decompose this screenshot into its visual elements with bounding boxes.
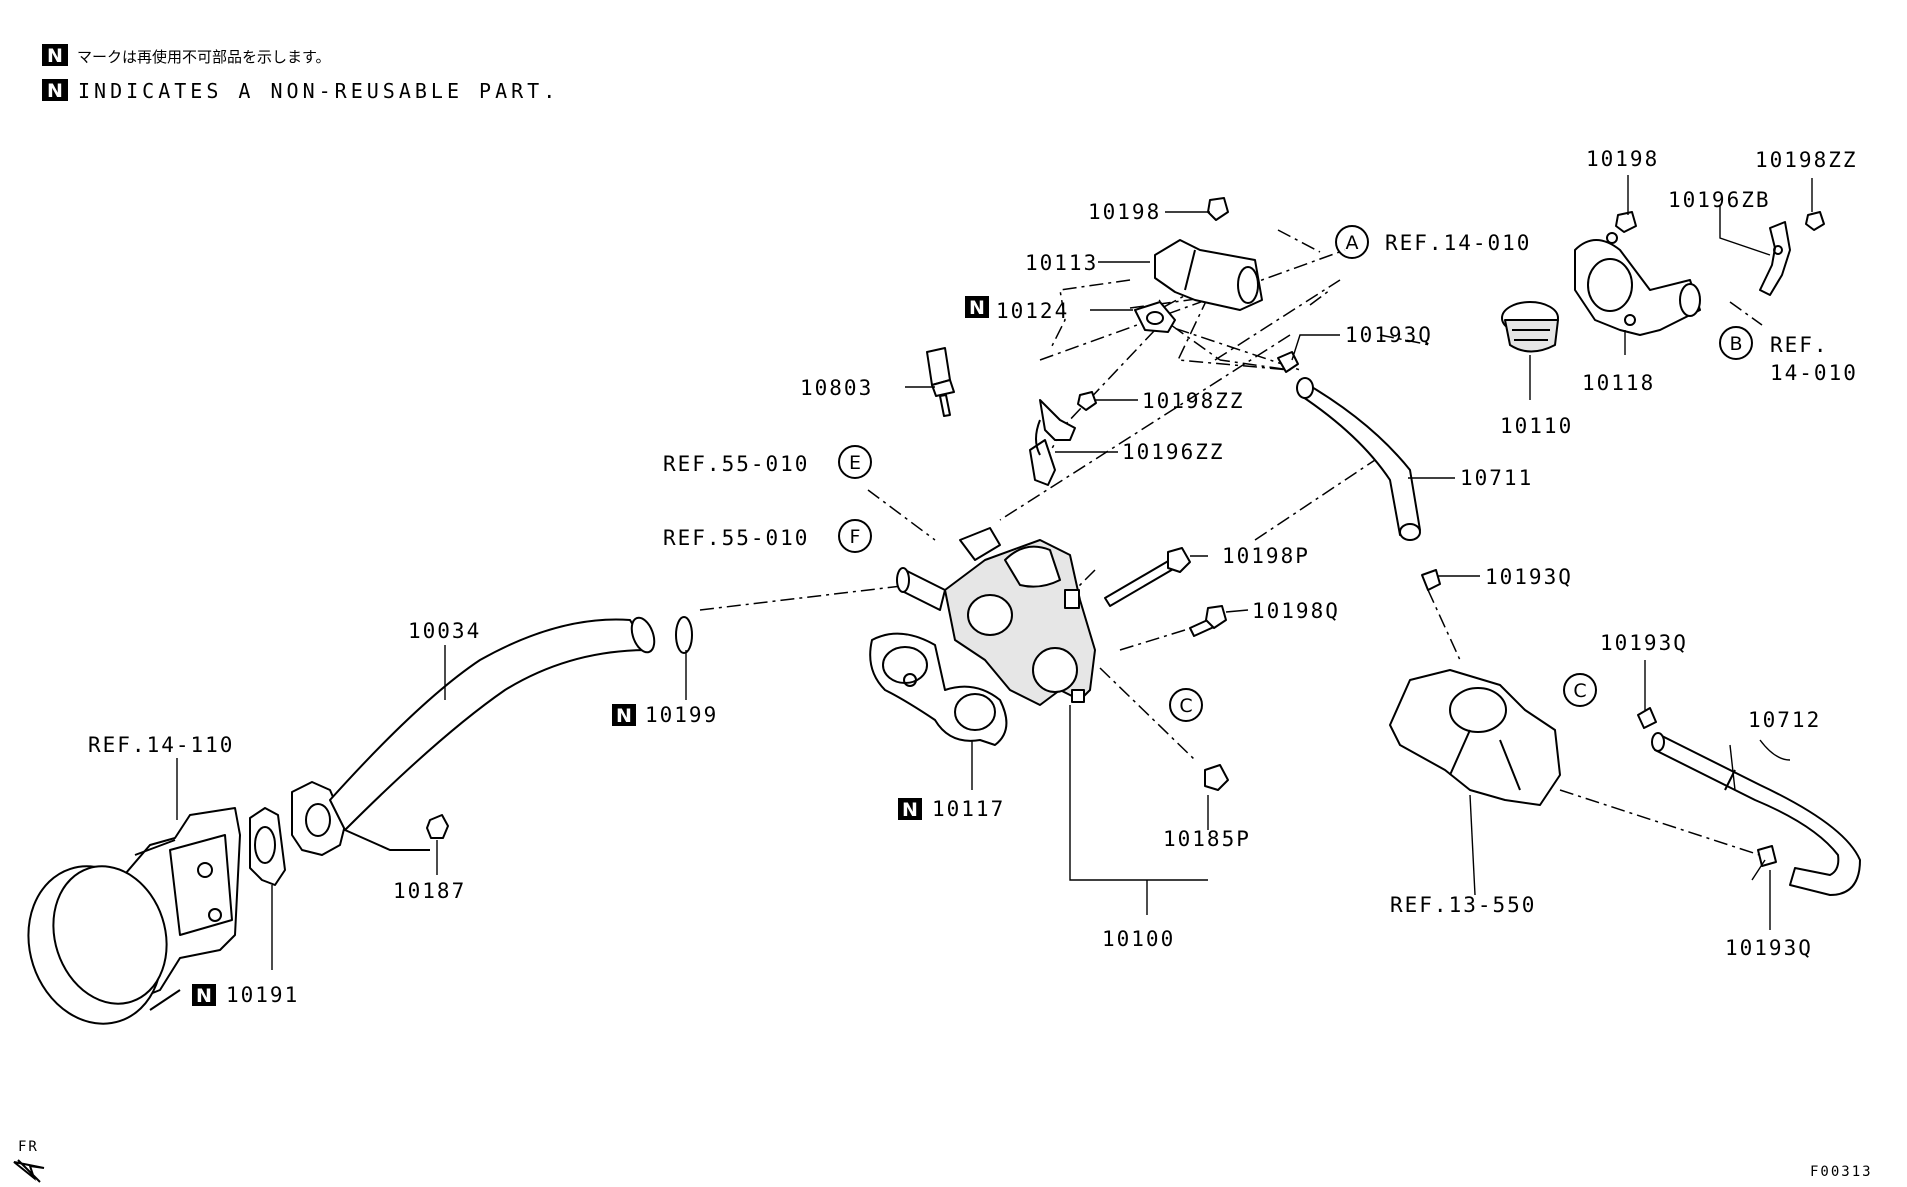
label-10193q-a: 10193Q (1345, 323, 1433, 347)
svg-text:N: N (902, 799, 918, 821)
label-10198zz-right: 10198ZZ (1755, 148, 1858, 172)
svg-text:N: N (616, 705, 632, 727)
thermostat-10110 (1501, 301, 1559, 353)
label-10193q-d: 10193Q (1725, 936, 1813, 960)
svg-text:N: N (969, 297, 985, 319)
legend-note-jp: マークは再使用不可部品を示します。 (77, 48, 331, 66)
bolt-10198-top (1207, 197, 1229, 221)
label-10117: 10117 (932, 797, 1005, 821)
label-10198q: 10198Q (1252, 599, 1340, 623)
fr-label: FR (18, 1139, 39, 1155)
label-10198p: 10198P (1222, 544, 1310, 568)
clamp-10193q-d (1757, 845, 1777, 867)
water-pump (27, 807, 241, 1025)
label-10803: 10803 (800, 376, 873, 400)
callout-b: B (1719, 326, 1753, 360)
label-10193q-b: 10193Q (1485, 565, 1573, 589)
badge-10191: N (192, 984, 216, 1007)
label-10712: 10712 (1748, 708, 1821, 732)
legend-note-en: INDICATES A NON-REUSABLE PART. (78, 79, 559, 103)
svg-text:E: E (849, 452, 861, 474)
label-10124: 10124 (996, 299, 1069, 323)
non-reusable-badge (42, 79, 68, 101)
label-10199: 10199 (645, 703, 718, 727)
non-reusable-badge (42, 44, 68, 66)
callout-e: E (838, 445, 872, 479)
badge-10199: N (612, 704, 636, 727)
ref-b-label-line1: REF. (1770, 333, 1829, 357)
ref-b-label-line2: 14-010 (1770, 361, 1858, 385)
hose-10712 (1651, 732, 1861, 896)
callout-f: F (838, 519, 872, 553)
callout-c1: C (1169, 688, 1203, 722)
label-10198-right: 10198 (1586, 147, 1659, 171)
plug-10185p (1204, 764, 1229, 791)
ref-e-label: REF.55-010 (663, 452, 809, 476)
gasket-10124 (1134, 301, 1176, 333)
callout-a: A (1335, 225, 1369, 259)
legend: N マークは再使用不可部品を示します。 N INDICATES A NON-RE… (42, 44, 559, 103)
ref-f-label: REF.55-010 (663, 526, 809, 550)
bolt-10198zz-right (1805, 211, 1825, 231)
label-10113: 10113 (1025, 251, 1098, 275)
gasket-10191 (249, 807, 286, 886)
label-10187: 10187 (393, 879, 466, 903)
label-10034: 10034 (408, 619, 481, 643)
figure-code: F00313 (1810, 1164, 1873, 1180)
label-10193q-c: 10193Q (1600, 631, 1688, 655)
nut-10187 (426, 814, 449, 839)
svg-text:F: F (850, 526, 861, 548)
label-10711: 10711 (1460, 466, 1533, 490)
gasket-10117 (869, 632, 1008, 746)
heater-pipe (1389, 669, 1561, 806)
water-inlet-10118 (1574, 232, 1701, 336)
label-10196zb: 10196ZB (1668, 188, 1771, 212)
ref-14110-label: REF.14-110 (88, 733, 234, 757)
non-reusable-badge-letter: N (47, 45, 63, 67)
callout-c2: C (1563, 673, 1597, 707)
label-10198-top: 10198 (1088, 200, 1161, 224)
ref-13550-label: REF.13-550 (1390, 893, 1536, 917)
water-pipe-10034 (291, 616, 656, 856)
ref-a-label: REF.14-010 (1385, 231, 1531, 255)
label-10110: 10110 (1500, 414, 1573, 438)
o-ring-10199 (675, 616, 693, 654)
bolt-10198-right (1615, 211, 1637, 233)
label-10100: 10100 (1102, 927, 1175, 951)
clamp-10193q-b (1421, 569, 1441, 591)
clamp-10193q-c (1637, 707, 1657, 729)
water-outlet-10113 (1154, 239, 1263, 311)
bolt-10198p (1104, 547, 1191, 607)
bracket-10196zb (1759, 221, 1791, 296)
non-reusable-badge-letter: N (47, 80, 63, 102)
label-10185p: 10185P (1163, 827, 1251, 851)
bolt-10198q (1189, 605, 1227, 637)
label-10191: 10191 (226, 983, 299, 1007)
footer: FR F00313 (13, 1139, 1873, 1183)
hose-10711 (1296, 377, 1421, 541)
part-labels: 10198 10113 10124 10803 10198ZZ 10196ZZ … (226, 147, 1858, 1007)
bracket-10196zz (1029, 399, 1076, 486)
svg-text:B: B (1729, 333, 1742, 355)
svg-text:C: C (1179, 695, 1192, 717)
label-10198zz-mid: 10198ZZ (1142, 389, 1245, 413)
sensor-10803 (926, 347, 955, 417)
svg-text:A: A (1346, 232, 1359, 254)
reference-labels: REF.14-010 REF. 14-010 REF.55-010 REF.55… (88, 231, 1858, 917)
svg-text:C: C (1573, 680, 1586, 702)
svg-text:N: N (196, 985, 212, 1007)
label-10196zz: 10196ZZ (1122, 440, 1225, 464)
badge-10124: N (965, 296, 989, 319)
fr-arrow-icon (13, 1159, 45, 1183)
badge-10117: N (898, 798, 922, 821)
leader-lines (176, 175, 1813, 970)
bolt-10198zz-mid (1077, 391, 1097, 411)
thermostat-housing-10100 (896, 527, 1096, 706)
label-10118: 10118 (1582, 371, 1655, 395)
